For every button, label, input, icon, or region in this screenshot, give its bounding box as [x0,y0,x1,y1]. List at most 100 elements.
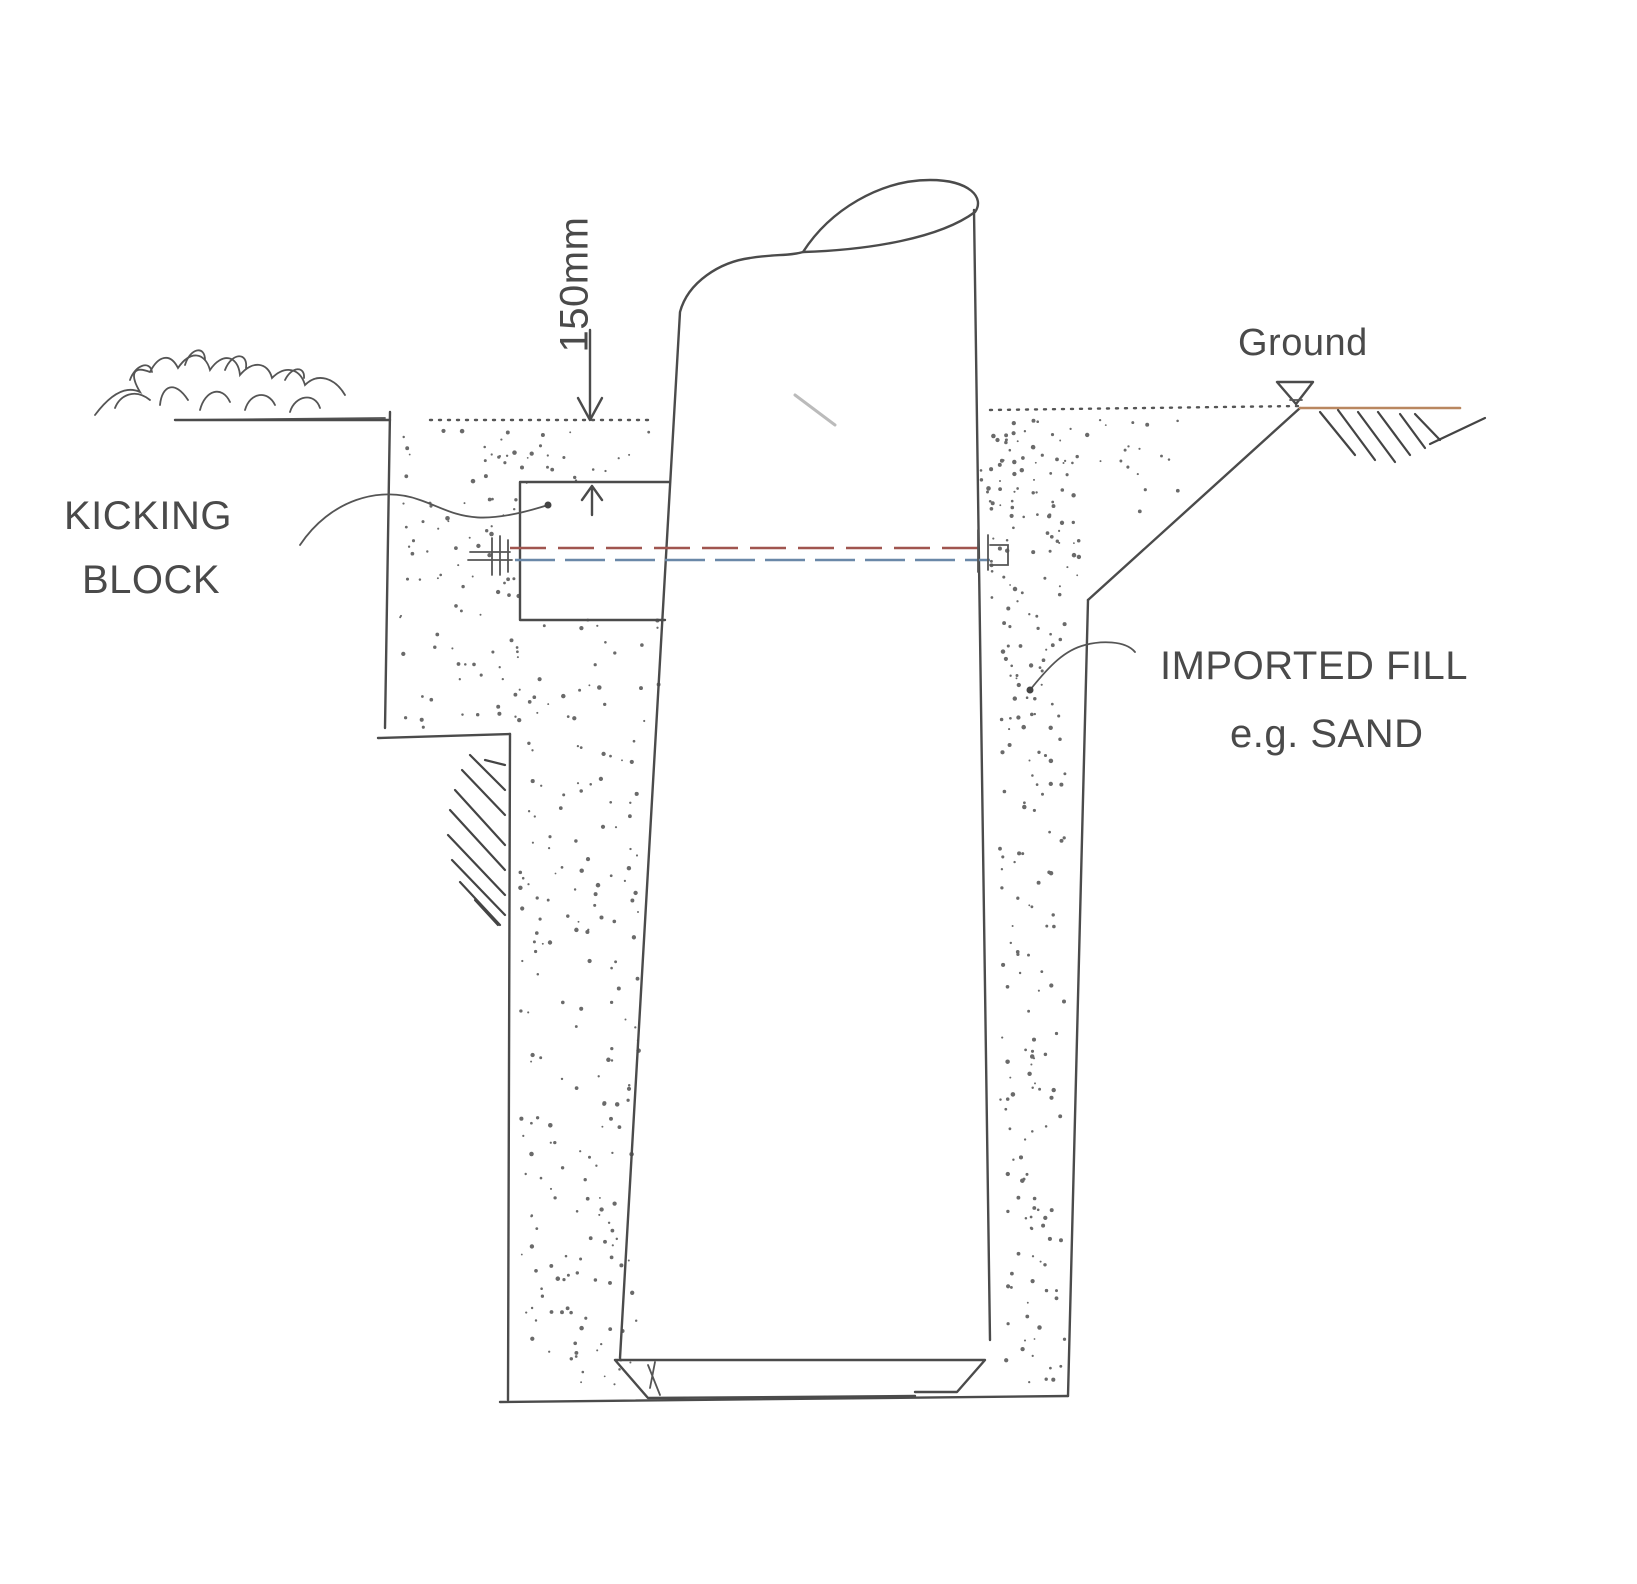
sand-dot [609,874,613,878]
sand-dot [1043,753,1048,758]
sand-dot [1025,1172,1029,1176]
sand-dot [566,1273,570,1277]
sand-dot [598,1213,601,1216]
sand-dot [1012,459,1017,465]
sand-dot [1143,488,1147,492]
sand-dot [529,1151,534,1157]
sand-dot [569,1357,574,1361]
sand-dot [1013,490,1016,493]
sand-dot [519,465,525,470]
sand-dot [505,454,509,457]
sand-dot [1002,575,1006,579]
sand-dot [476,543,481,549]
sand-dot [555,1276,561,1281]
sand-dot [597,1075,600,1078]
sand-dot [1055,457,1059,462]
sand-dot [1104,424,1107,426]
sand-dot [608,1327,613,1332]
sand-dot [579,789,583,793]
sand-dot [560,1166,565,1170]
sand-dot [1099,460,1102,463]
sand-dot [617,1125,622,1129]
sand-dot [1037,1325,1042,1330]
sand-dot [630,898,635,903]
sand-dot [518,885,523,891]
sand-dot [525,1311,528,1314]
sand-dot [569,1310,573,1315]
sand-dot [1035,783,1039,786]
sand-dot [1031,1037,1037,1042]
sand-dot [454,604,458,608]
sand-dot [1032,808,1036,812]
sand-dot [1012,1158,1015,1161]
sand-dot [1040,683,1043,686]
sand-dot [1046,514,1052,519]
sand-dot [519,1116,524,1121]
sand-dot [635,854,639,857]
sand-dot [623,879,627,883]
sand-dot [1062,622,1067,627]
sand-dot [1051,1087,1056,1093]
sand-dot [503,581,506,585]
sand-dot [1069,427,1072,431]
sand-dot [512,450,517,455]
sand-dot [1032,1206,1037,1210]
sand-dot [527,810,531,813]
sand-dot [627,1084,631,1087]
sand-dot [433,645,437,649]
sand-dot [518,870,523,875]
sand-dot [574,1025,578,1028]
kicking-block [518,480,672,622]
sand-dot [527,700,532,704]
sand-dot [606,1057,611,1063]
sand-dot [626,1098,630,1102]
sand-dot [579,1325,584,1331]
sand-dot [454,546,458,550]
sand-dot [527,1011,530,1014]
sand-dot [1010,499,1014,503]
sand-dot [562,793,566,797]
sand-dot [560,1077,564,1081]
sand-dot [534,1268,538,1273]
right-soil-hatch [1318,408,1487,464]
sand-dot [1098,418,1102,422]
right-slope-line [1086,406,1302,602]
sand-dot [574,1086,579,1090]
sand-dot [1005,1097,1010,1101]
sand-dot [596,1349,599,1352]
sand-dot [608,1280,612,1285]
sand-dot [614,1102,620,1107]
sand-dot [1016,440,1019,443]
sand-dot [631,935,637,940]
sand-dot [1010,664,1014,668]
sand-dot [1004,1107,1008,1111]
sand-dot [609,1255,614,1260]
sand-dot [1022,515,1025,519]
sand-dot [546,898,550,902]
sand-dot [564,1254,568,1258]
sand-dot [1063,459,1067,463]
sand-dot [1031,1086,1034,1090]
fill-leader [1029,641,1136,691]
sand-dot [629,1361,632,1364]
sand-dot [998,487,1002,491]
sand-dot [421,695,424,698]
sand-dot [535,896,539,900]
sand-dot [602,1102,606,1106]
sand-dot [548,835,552,839]
sand-dot [579,868,584,873]
sand-dot [1015,674,1019,677]
sand-dot [439,573,443,577]
sand-dot [632,739,636,743]
sand-dot [1025,1314,1030,1319]
sand-dot [1008,728,1011,731]
sand-dot [1007,743,1012,747]
sand-dot [585,929,590,935]
sand-dot [600,824,606,829]
sand-dot [613,1383,616,1386]
sand-dot [569,431,572,434]
sand-dot [1058,637,1063,642]
sand-dot [1048,549,1052,553]
sand-dot [588,684,591,687]
sand-dot [596,624,599,627]
